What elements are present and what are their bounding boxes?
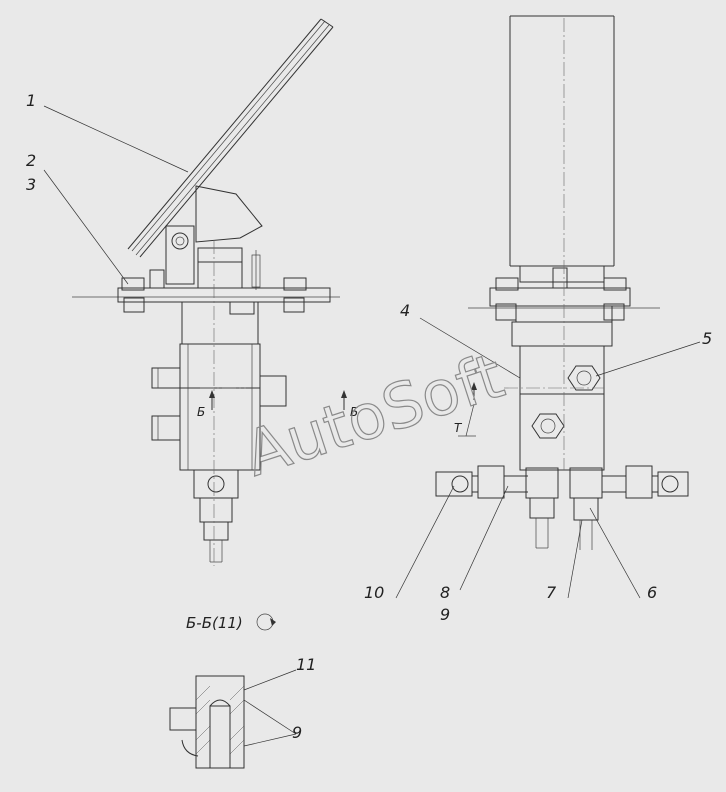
section-title: Б-Б(11): [186, 614, 243, 632]
watermark: AutoSoft: [236, 339, 512, 491]
callout-3: 3: [26, 175, 36, 194]
callout-2: 2: [26, 151, 36, 170]
section-mark-right-b: Б: [350, 405, 358, 419]
callout-1: 1: [26, 91, 36, 110]
callout-11: 11: [296, 655, 316, 674]
callout-9: 9: [440, 605, 450, 624]
callout-6: 6: [647, 583, 657, 602]
right-view: Т: [395, 15, 701, 599]
callout-10: 10: [364, 583, 384, 602]
callout-9-section: 9: [292, 723, 302, 742]
base-flange: [72, 269, 340, 315]
left-view: Б Б: [43, 18, 358, 566]
section-mark-t: Т: [454, 421, 463, 435]
callout-labels: 1 2 3 4 5 6 7 8 9 10 11 9 Б-Б(11): [26, 91, 712, 742]
callout-4: 4: [400, 301, 410, 320]
callout-7: 7: [546, 583, 557, 602]
callout-5: 5: [702, 329, 712, 348]
pedal-lever: [127, 18, 334, 258]
callout-8: 8: [440, 583, 450, 602]
upper-cylinder: [509, 15, 615, 283]
outlet-manifold: [435, 465, 689, 550]
right-body: [504, 18, 613, 471]
detail-circle: [256, 613, 274, 631]
section-mark-left-b: Б: [197, 405, 205, 419]
section-b-b: [169, 613, 297, 769]
valve-body: [151, 301, 287, 563]
